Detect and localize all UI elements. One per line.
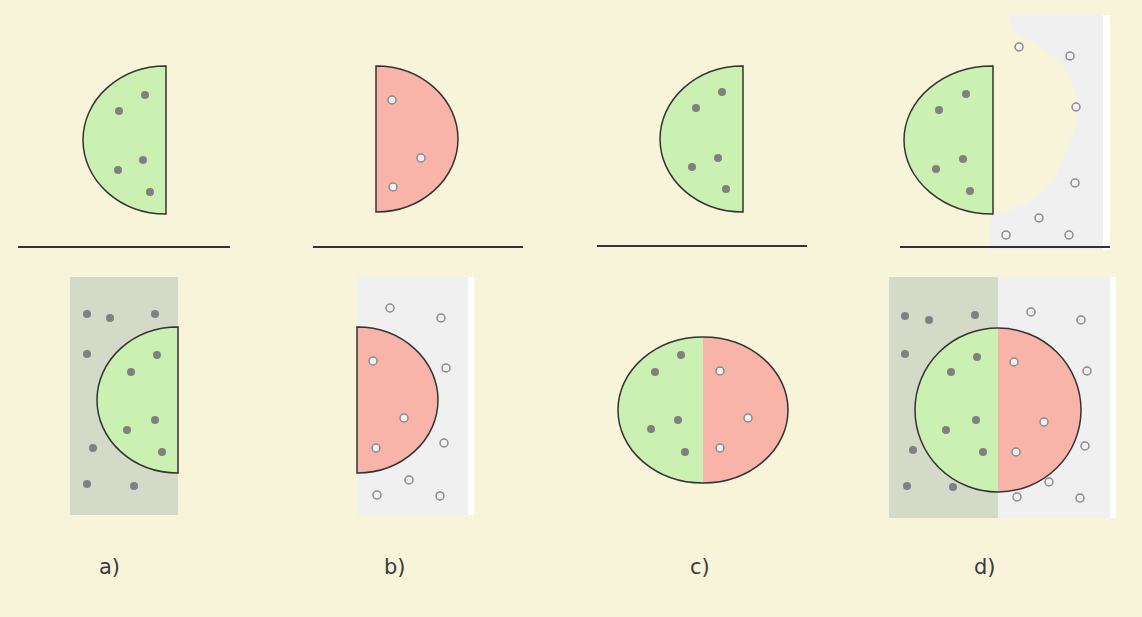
red-half xyxy=(998,328,1081,492)
red-half-drop xyxy=(357,327,438,473)
filled-dots xyxy=(83,310,166,490)
drop-outline xyxy=(915,328,1081,492)
panel-label: c) xyxy=(690,557,710,578)
drop-outline xyxy=(618,337,788,483)
panel-label: b) xyxy=(384,557,406,578)
grey-medium xyxy=(70,277,178,515)
edge-stripe xyxy=(1110,277,1116,518)
open-dots xyxy=(369,304,450,500)
green-half xyxy=(618,337,703,483)
surface-line xyxy=(597,245,807,247)
open-dots xyxy=(388,96,425,191)
white-medium xyxy=(998,277,1110,518)
panel-label: d) xyxy=(974,557,996,578)
edge-stripe xyxy=(1103,15,1110,250)
white-medium xyxy=(990,15,1103,250)
green-half-drop xyxy=(83,66,166,214)
dots xyxy=(901,308,1091,502)
surface-line xyxy=(18,246,230,248)
filled-dots xyxy=(688,88,730,193)
green-half-drop xyxy=(97,327,178,473)
green-half-drop xyxy=(904,66,993,214)
red-half-drop xyxy=(376,66,458,212)
dots xyxy=(647,351,752,456)
green-half xyxy=(915,328,998,492)
green-half-drop xyxy=(660,66,743,212)
panel-label: a) xyxy=(99,557,120,578)
dots xyxy=(932,43,1080,239)
surface-line xyxy=(313,246,523,248)
white-medium xyxy=(357,277,468,515)
filled-dots xyxy=(114,91,154,196)
red-half xyxy=(703,337,788,483)
grey-medium xyxy=(889,277,998,518)
surface-line xyxy=(900,246,1110,248)
edge-stripe xyxy=(468,277,474,515)
